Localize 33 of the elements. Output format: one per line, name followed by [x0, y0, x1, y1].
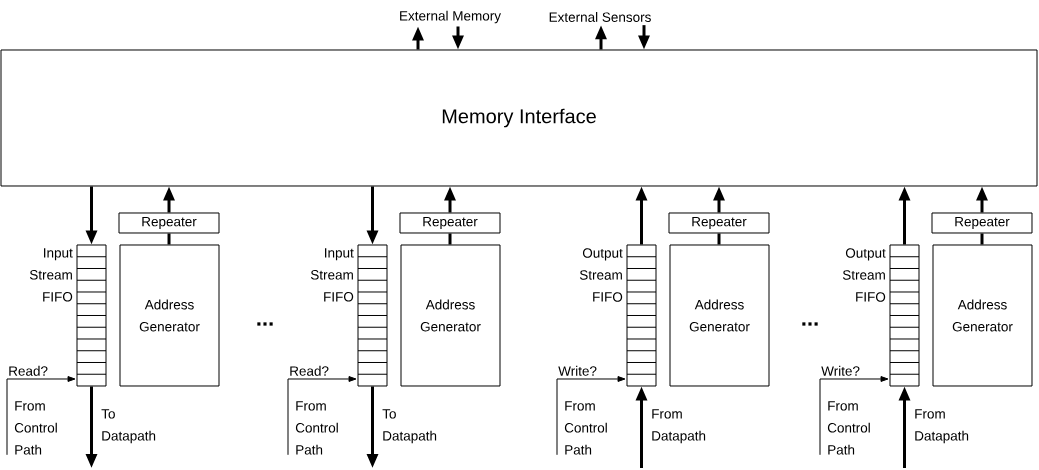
repeater-box: Repeater: [118, 212, 220, 234]
edge-label: Read?: [288, 364, 330, 377]
edge-label: Write?: [557, 364, 598, 377]
arrow: [556, 376, 626, 456]
signal-source-label: From Control Path: [564, 401, 607, 455]
node-label: Input Stream FIFO: [310, 248, 354, 302]
generator-box: Address Generator: [400, 244, 501, 387]
repeater-box: Repeater: [931, 212, 1033, 234]
node-label: Output Stream FIFO: [579, 248, 623, 302]
generator-box: Address Generator: [119, 244, 220, 387]
edge-label: Write?: [820, 364, 861, 377]
ellipsis: ...: [802, 322, 818, 326]
edge-label: From Datapath: [913, 408, 978, 445]
arrow: [6, 376, 76, 456]
generator-box: Address Generator: [932, 244, 1033, 387]
edge-label: To Datapath: [100, 408, 165, 445]
repeater-box: Repeater: [399, 212, 501, 234]
generator-box: Address Generator: [669, 244, 770, 387]
edge-label: From Datapath: [650, 408, 715, 445]
interface-box: Memory Interface: [0, 49, 1038, 187]
edge-label: To Datapath: [381, 408, 446, 445]
ellipsis: ...: [257, 322, 273, 326]
arrow: [287, 376, 357, 456]
repeater-box: Repeater: [668, 212, 770, 234]
node-label: Input Stream FIFO: [29, 248, 73, 302]
port-label: External Sensors: [549, 12, 651, 22]
signal-source-label: From Control Path: [14, 401, 57, 455]
arrow: [819, 376, 889, 456]
edge-label: Read?: [7, 364, 49, 377]
node-label: Output Stream FIFO: [842, 248, 886, 302]
port-label: External Memory: [400, 10, 501, 24]
signal-source-label: From Control Path: [827, 401, 870, 455]
signal-source-label: From Control Path: [295, 401, 338, 455]
